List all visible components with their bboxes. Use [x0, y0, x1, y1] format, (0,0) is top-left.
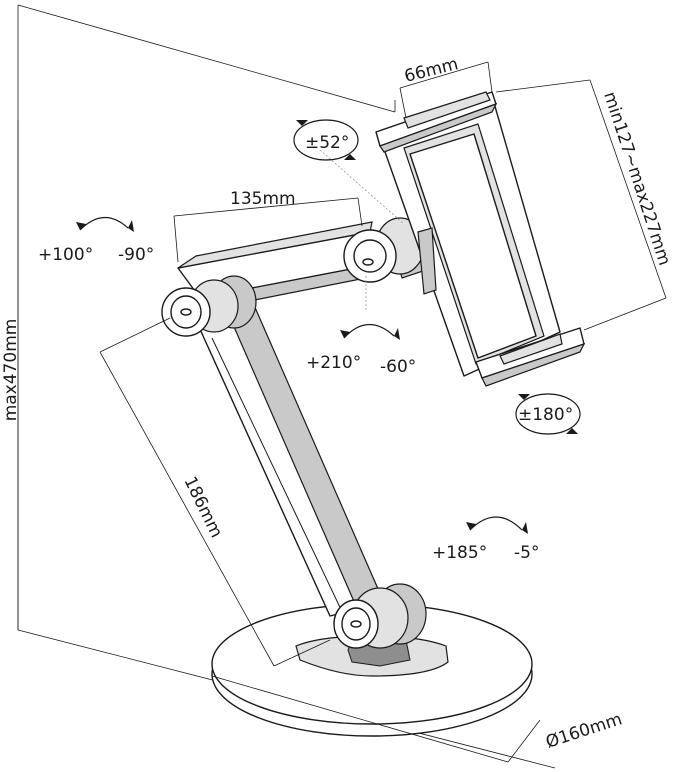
labels: max470mm 135mm 186mm 66mm min127~max227m…	[1, 54, 674, 753]
head-joint	[343, 217, 427, 283]
rotate-holder-label: ±180°	[518, 405, 573, 425]
total-height-label: max470mm	[1, 319, 21, 422]
clamp-range-label: min127~max227mm	[599, 89, 674, 268]
dimension-lines	[17, 61, 667, 763]
lower-arm-label: 186mm	[180, 473, 227, 541]
elbow-positive-label: +100°	[38, 245, 93, 265]
head-joint-positive-label: +210°	[306, 353, 361, 373]
base-negative-label: -5°	[514, 543, 539, 563]
tilt-head-label: ±52°	[305, 133, 349, 153]
upper-arm-label: 135mm	[230, 189, 296, 209]
tablet-holder	[375, 91, 586, 387]
elbow-joint	[161, 275, 257, 337]
head-joint-negative-label: -60°	[380, 357, 416, 377]
clamp-width-label: 66mm	[402, 54, 460, 87]
rotation-arrows	[76, 119, 581, 534]
lower-arm	[193, 295, 383, 621]
base-diameter-label: Ø160mm	[543, 709, 624, 752]
base-positive-label: +185°	[432, 543, 487, 563]
base-joint	[333, 583, 427, 649]
elbow-negative-label: -90°	[118, 245, 154, 265]
